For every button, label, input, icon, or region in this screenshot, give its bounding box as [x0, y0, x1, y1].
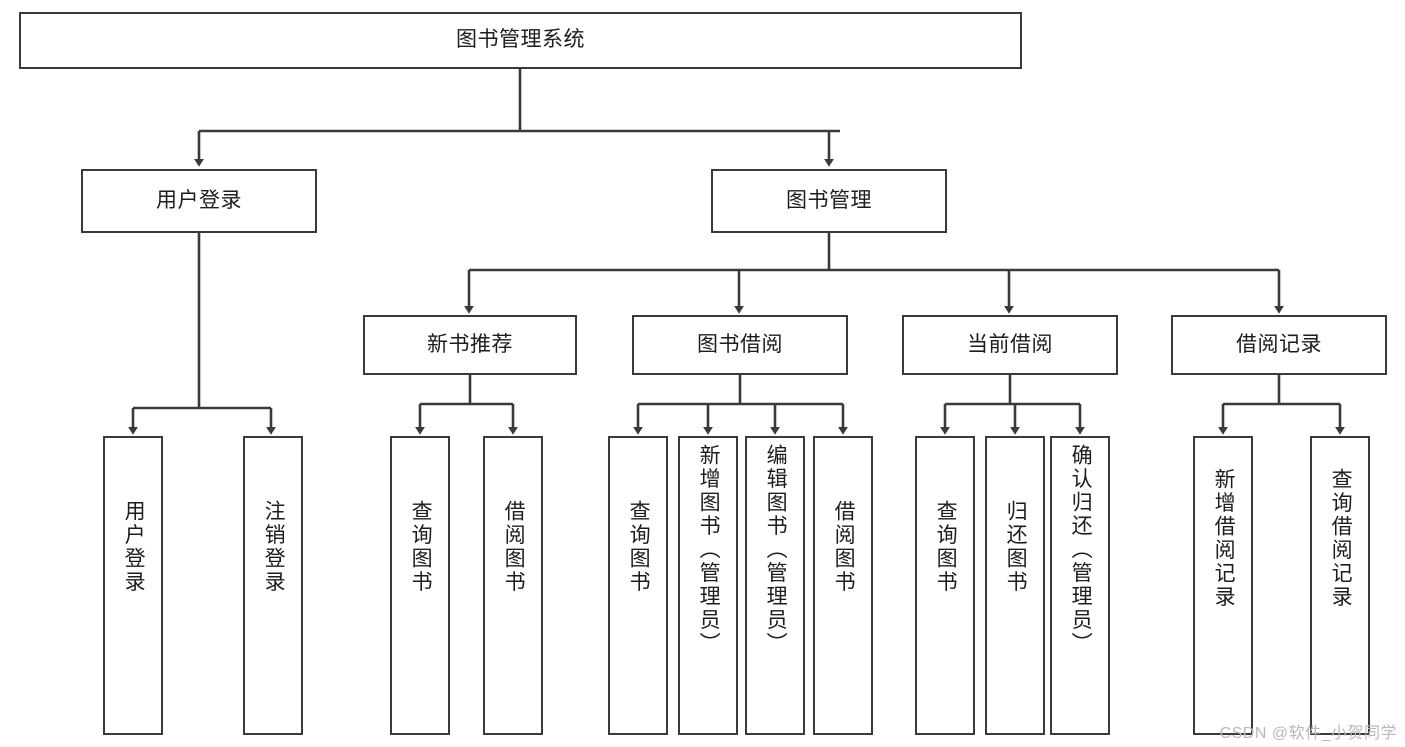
node-label: 新增图书（管理员）	[697, 444, 721, 656]
watermark-text: CSDN @软件_小贺同学	[1219, 725, 1397, 742]
leaf-user-login-logout[interactable]: 注销登录	[243, 436, 303, 735]
node-book-management[interactable]: 图书管理	[711, 169, 947, 233]
node-book-borrowing[interactable]: 图书借阅	[632, 315, 848, 375]
leaf-book-borrow-borrow-books[interactable]: 借阅图书	[813, 436, 873, 735]
leaf-current-borrow-confirm-return-admin[interactable]: 确认归还（管理员）	[1050, 436, 1110, 735]
node-label: 用户登录	[156, 188, 242, 212]
node-label: 查询图书	[934, 500, 958, 594]
node-borrow-records[interactable]: 借阅记录	[1171, 315, 1387, 375]
node-label: 用户登录	[122, 500, 146, 594]
node-new-book-recommendation[interactable]: 新书推荐	[363, 315, 577, 375]
node-label: 图书管理系统	[456, 28, 585, 52]
leaf-current-borrow-return-books[interactable]: 归还图书	[985, 436, 1045, 735]
leaf-borrow-record-query-record[interactable]: 查询借阅记录	[1310, 436, 1370, 735]
node-label: 查询借阅记录	[1329, 468, 1353, 609]
leaf-new-book-borrow-books[interactable]: 借阅图书	[483, 436, 543, 735]
node-label: 归还图书	[1004, 500, 1028, 594]
node-label: 查询图书	[627, 500, 651, 594]
node-label: 编辑图书（管理员）	[764, 444, 788, 656]
leaf-book-borrow-edit-book-admin[interactable]: 编辑图书（管理员）	[745, 436, 805, 735]
leaf-user-login-login[interactable]: 用户登录	[103, 436, 163, 735]
node-label: 当前借阅	[967, 332, 1053, 356]
leaf-book-borrow-add-book-admin[interactable]: 新增图书（管理员）	[678, 436, 738, 735]
node-label: 借阅图书	[502, 500, 526, 594]
leaf-new-book-query-books[interactable]: 查询图书	[390, 436, 450, 735]
node-current-borrowing[interactable]: 当前借阅	[902, 315, 1118, 375]
leaf-book-borrow-query-books[interactable]: 查询图书	[608, 436, 668, 735]
leaf-borrow-record-add-record[interactable]: 新增借阅记录	[1193, 436, 1253, 735]
node-label: 新书推荐	[427, 332, 513, 356]
node-label: 注销登录	[262, 500, 286, 594]
leaf-current-borrow-query-books[interactable]: 查询图书	[915, 436, 975, 735]
node-label: 查询图书	[409, 500, 433, 594]
node-label: 新增借阅记录	[1212, 468, 1236, 609]
node-label: 借阅记录	[1236, 332, 1322, 356]
node-label: 借阅图书	[832, 500, 856, 594]
node-label: 图书管理	[786, 188, 872, 212]
node-label: 图书借阅	[697, 332, 783, 356]
node-label: 确认归还（管理员）	[1069, 444, 1093, 656]
node-root-book-management-system[interactable]: 图书管理系统	[19, 12, 1022, 69]
node-user-login[interactable]: 用户登录	[81, 169, 317, 233]
